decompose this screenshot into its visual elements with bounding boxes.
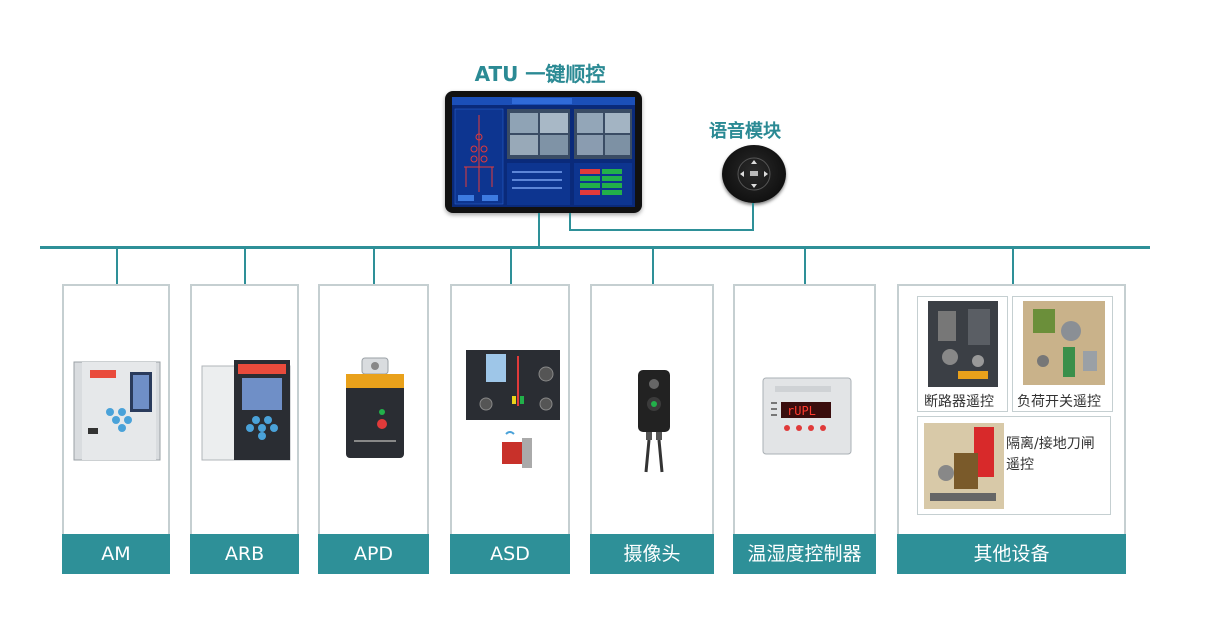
breaker-image bbox=[928, 301, 998, 387]
breaker-remote-card: 断路器遥控 bbox=[917, 296, 1008, 412]
voice-module-title: 语音模块 bbox=[709, 121, 781, 142]
isolator-image bbox=[924, 423, 1004, 509]
drop-line-thc bbox=[804, 248, 806, 285]
device-card-arb: ARB bbox=[190, 284, 299, 574]
device-card-other: 断路器遥控 负荷开关遥控 隔离/接地刀闸 遥控 其他设备 bbox=[897, 284, 1126, 574]
device-label-thc: 温湿度控制器 bbox=[733, 534, 876, 574]
camera-device-image bbox=[638, 370, 670, 473]
breaker-caption: 断路器遥控 bbox=[924, 394, 994, 410]
isolator-caption-line1: 隔离/接地刀闸 bbox=[1006, 436, 1095, 452]
atu-monitor bbox=[445, 91, 642, 213]
device-card-camera: 摄像头 bbox=[590, 284, 714, 574]
voice-module-device bbox=[722, 145, 786, 203]
svg-text:rUPL: rUPL bbox=[787, 404, 816, 418]
device-label-camera: 摄像头 bbox=[590, 534, 714, 574]
am-device-image bbox=[73, 361, 161, 461]
drop-line-other bbox=[1012, 248, 1014, 285]
isolator-remote-card: 隔离/接地刀闸 遥控 bbox=[917, 416, 1111, 515]
thc-device-image: rUPL bbox=[762, 377, 852, 455]
drop-line-apd bbox=[373, 248, 375, 285]
atu-title: ATU 一键顺控 bbox=[474, 62, 606, 86]
drop-line-am bbox=[116, 248, 118, 285]
device-card-asd: ASD bbox=[450, 284, 570, 574]
load-switch-remote-card: 负荷开关遥控 bbox=[1012, 296, 1113, 412]
device-label-am: AM bbox=[62, 534, 170, 574]
device-card-apd: APD bbox=[318, 284, 429, 574]
atu-screen bbox=[452, 97, 635, 207]
drop-line-asd bbox=[510, 248, 512, 285]
bus-line bbox=[40, 246, 1150, 249]
drop-line-camera bbox=[652, 248, 654, 285]
device-card-thc: rUPL 温湿度控制器 bbox=[733, 284, 876, 574]
isolator-caption-line2: 遥控 bbox=[1006, 457, 1034, 473]
device-label-asd: ASD bbox=[450, 534, 570, 574]
load-switch-caption: 负荷开关遥控 bbox=[1017, 394, 1101, 410]
device-card-am: AM bbox=[62, 284, 170, 574]
load-switch-image bbox=[1023, 301, 1105, 385]
connection-lines bbox=[538, 203, 754, 247]
device-label-apd: APD bbox=[318, 534, 429, 574]
drop-line-arb bbox=[244, 248, 246, 285]
device-label-other: 其他设备 bbox=[897, 534, 1126, 574]
asd-device-image bbox=[466, 350, 560, 468]
apd-device-image bbox=[346, 357, 404, 458]
device-label-arb: ARB bbox=[190, 534, 299, 574]
arb-device-image bbox=[201, 360, 291, 461]
